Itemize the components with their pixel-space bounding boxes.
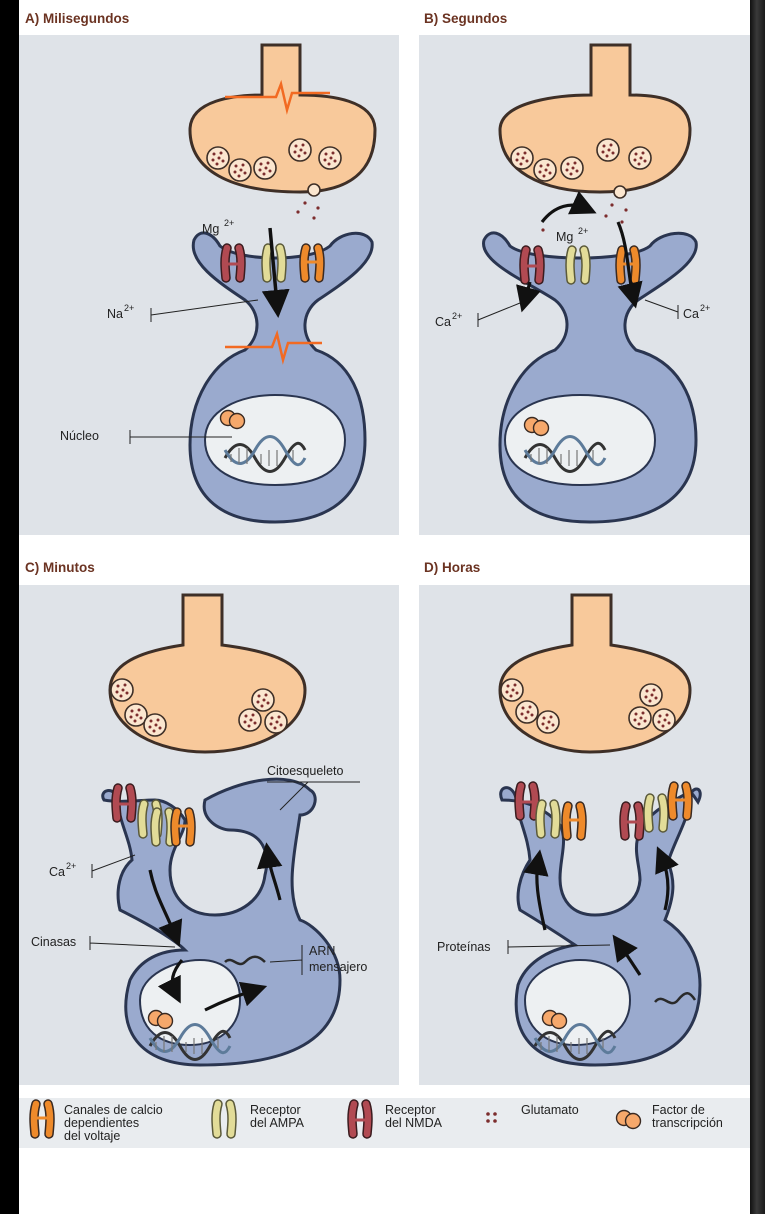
svg-text:2+: 2+ [700,303,710,313]
ampa-receptor-icon [206,1100,246,1140]
label-ca: Ca [49,865,65,879]
label-kinases: Cinasas [31,935,76,949]
panel-c-diagram: Citoesqueleto Ca 2+ Cinasas ARN mensajer… [31,595,367,1065]
panel-b-diagram: Mg 2+ Ca 2+ Ca 2+ [435,45,710,522]
svg-text:2+: 2+ [578,226,588,236]
legend-label-calcium-channels: Canales de calcio dependientes del volta… [64,1104,163,1143]
label-ca-right: Ca [683,307,699,321]
legend-label-transcription-factor: Factor de transcripción [652,1104,723,1130]
label-mrna-line1: ARN [309,944,335,958]
glutamate-release [296,201,319,219]
glutamate-icon [476,1104,516,1144]
voltage-calcium-channel-icon [24,1100,64,1140]
label-ca-left: Ca [435,315,451,329]
label-na: Na [107,307,123,321]
legend-label-glutamate: Glutamato [521,1104,579,1117]
svg-text:2+: 2+ [124,303,134,313]
nmda-receptor-icon [342,1100,382,1140]
legend-label-nmda: Receptor del NMDA [385,1104,442,1130]
label-nucleus: Núcleo [60,429,99,443]
svg-text:2+: 2+ [66,861,76,871]
svg-text:2+: 2+ [452,311,462,321]
label-proteins: Proteínas [437,940,491,954]
panel-d-diagram: Proteínas [437,595,700,1065]
label-mg: Mg [556,230,573,244]
panel-a-diagram: Mg 2+ Na 2+ Núcleo [60,45,375,522]
label-cytoskeleton: Citoesqueleto [267,764,343,778]
presynaptic-terminal [190,45,375,192]
legend-label-ampa: Receptor del AMPA [250,1104,304,1130]
label-mrna-line2: mensajero [309,960,367,974]
svg-text:2+: 2+ [224,218,234,228]
label-mg: Mg [202,222,219,236]
transcription-factor-icon [612,1102,652,1142]
